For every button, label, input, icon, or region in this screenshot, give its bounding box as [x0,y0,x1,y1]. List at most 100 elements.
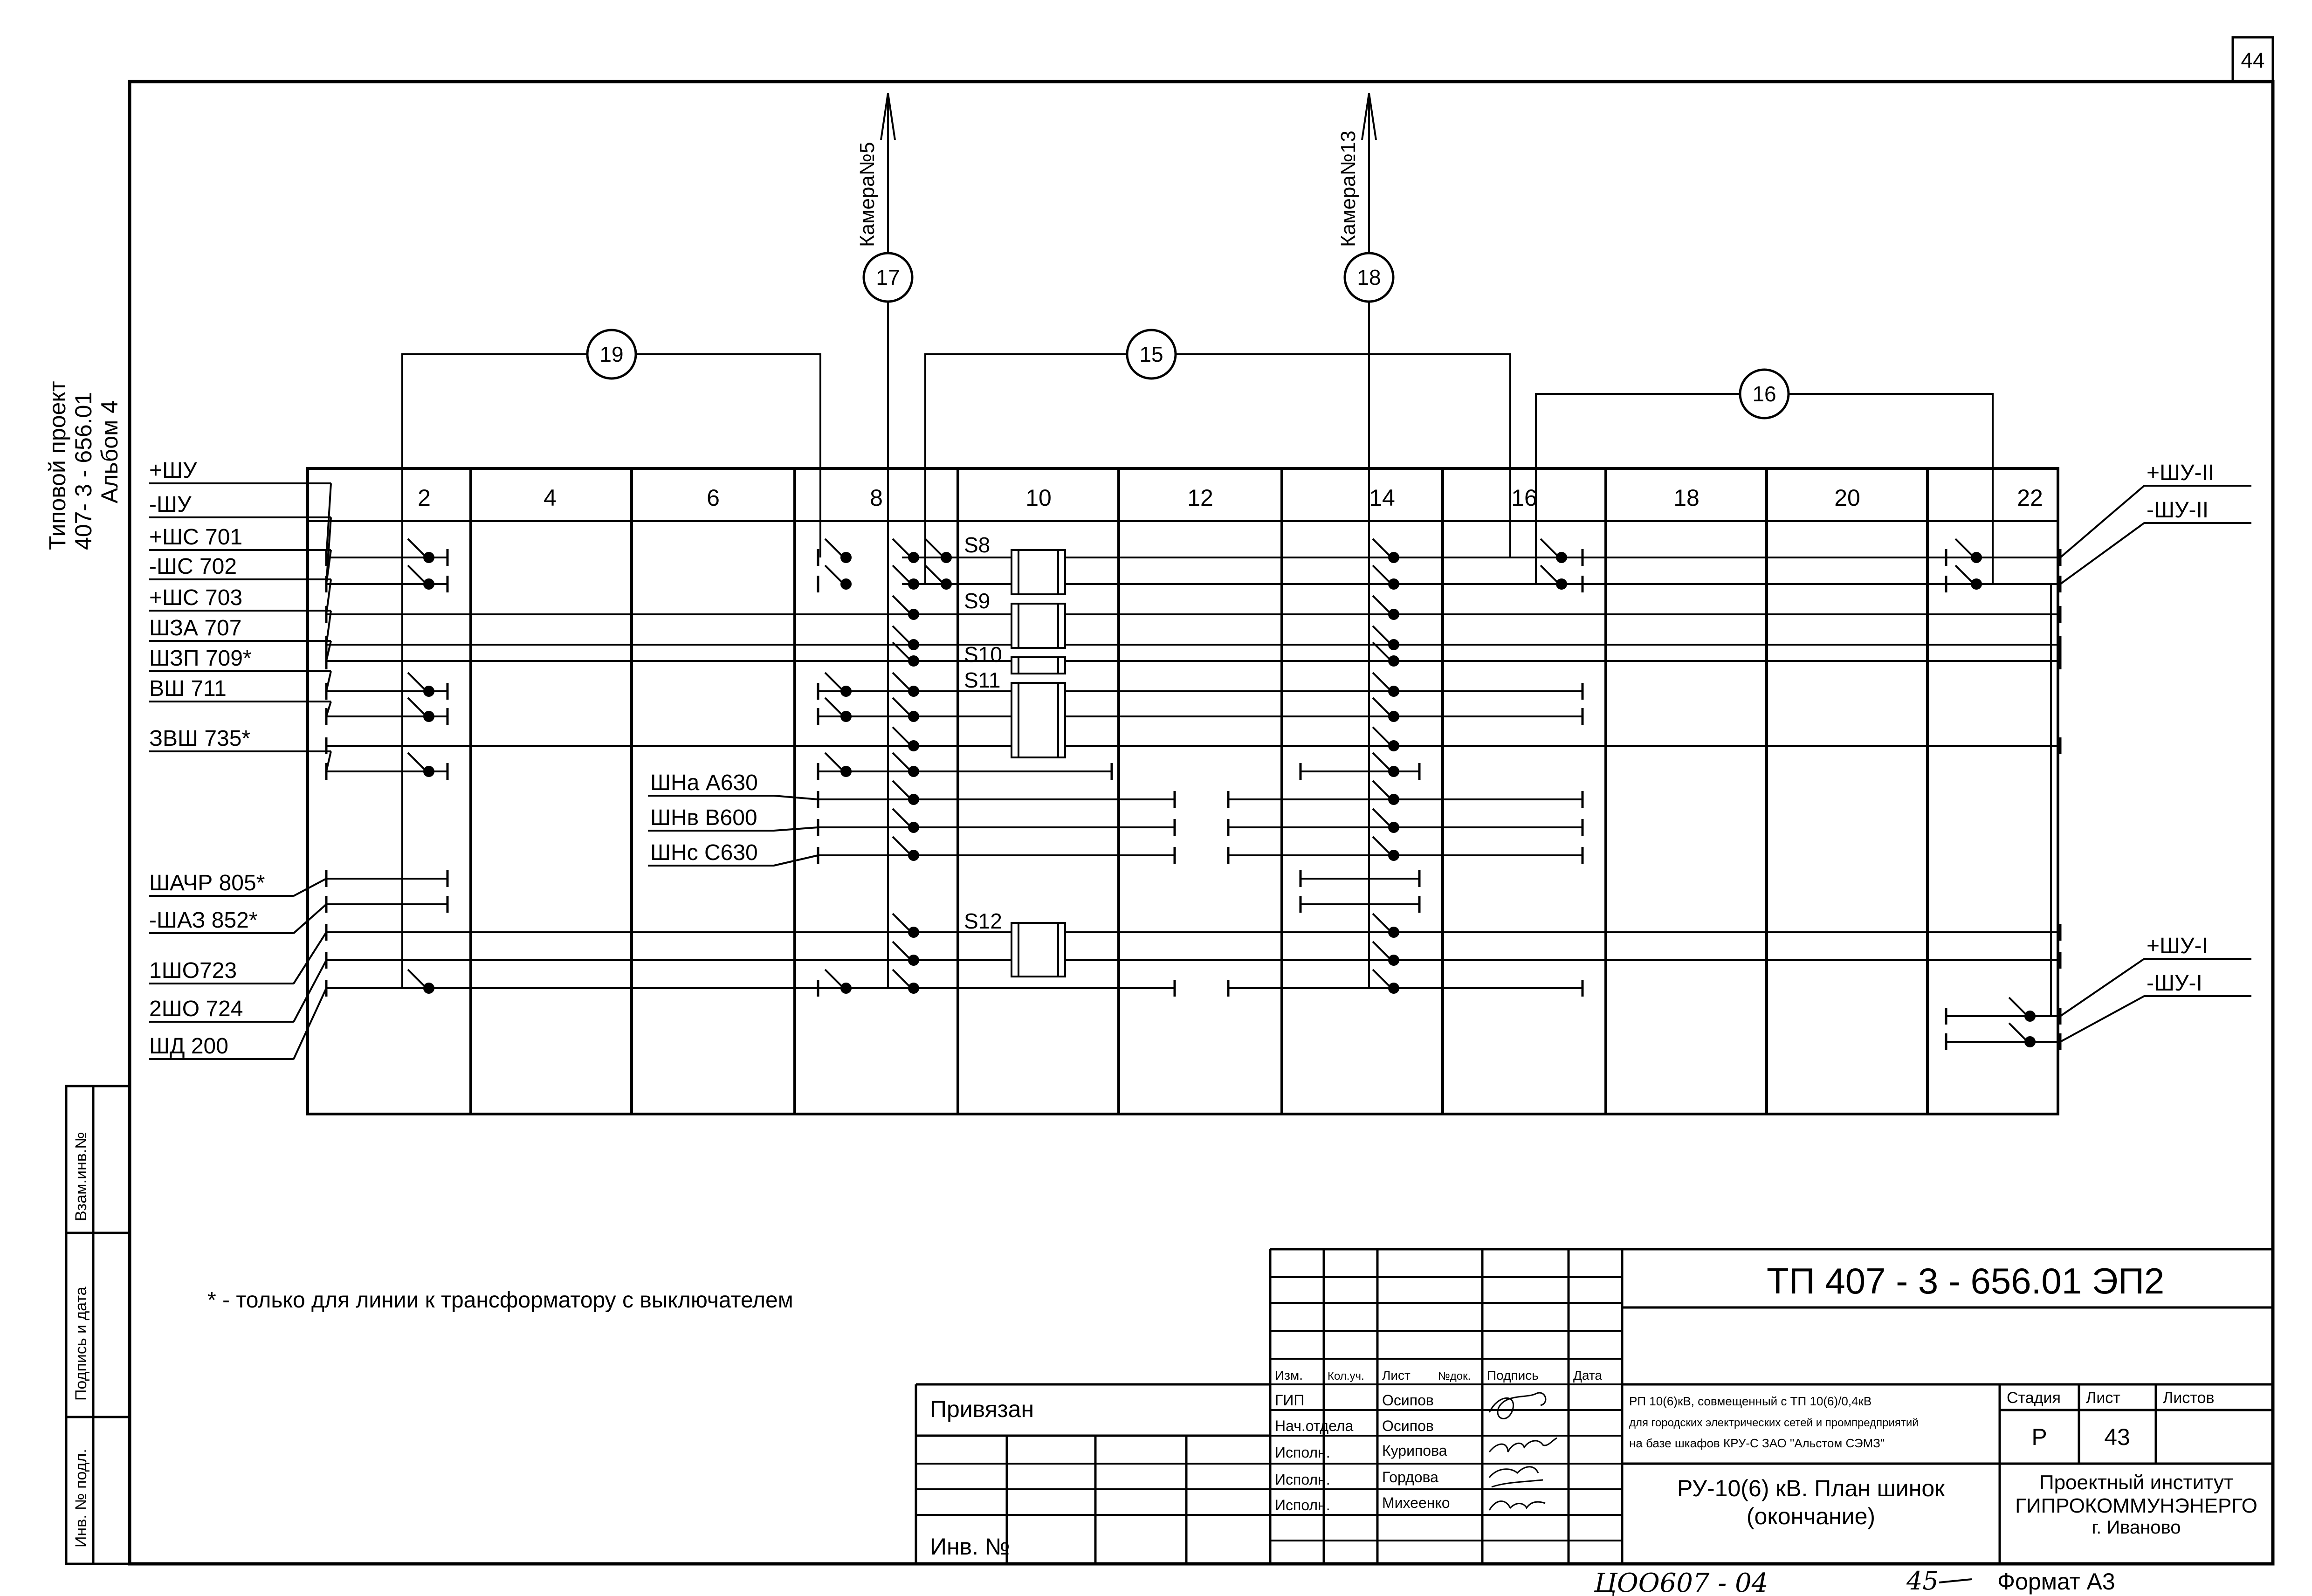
switch-contact-dot [1388,711,1399,722]
bottom-dash [1939,1578,1972,1583]
switch-contact-dot [1388,927,1399,938]
hdr-koluch: Кол.уч. [1328,1370,1364,1383]
switch-contact-dot [908,850,919,861]
privyazan: Привязан [930,1396,1034,1422]
switch-contact-dot [423,578,434,590]
switch-blade [1372,969,1392,989]
panel-number-12: 12 [1187,485,1213,511]
staff-role-2: Нач.отдела [1275,1417,1354,1434]
buses [326,557,2060,1043]
bottom-handwritten: ЦОО607 - 04 [1594,1568,1768,1596]
panel-grid [306,467,2059,1115]
staff-role-3: Исполн. [1275,1444,1330,1461]
bus-label-left-1: -ШУ [149,492,192,517]
cable-marker-18 [1343,252,1395,303]
switch-contact-dot [1388,609,1399,620]
device-s8 [1011,549,1066,595]
switch-contact-dot [840,983,852,994]
switch-blade [1372,564,1392,585]
staff-role-5: Исполн. [1275,1497,1330,1513]
switch-contact-dot [840,552,852,563]
switch-contact-dot [908,711,919,722]
switch-blade [824,969,845,989]
project-desc-2: для городских электрических сетей и пром… [1629,1417,1919,1429]
sheet-header: Лист [2086,1389,2120,1407]
project-desc-1: РП 10(6)кВ, совмещенный с ТП 10(6)/0,4кВ [1629,1394,1872,1408]
switch-blade [892,836,912,856]
bus-label-left-13: ШД 200 [149,1034,228,1059]
staff-role-4: Исполн. [1275,1471,1330,1488]
bus-label-left-7: ВШ 711 [149,676,227,701]
cable-markers: 19 15 16 17 18 Камера№5 Камера№13 [586,131,1790,420]
panel-number-14: 14 [1369,485,1395,511]
switch-blade [892,969,912,989]
side-stamp: Инв. № подл. Подпись и дата Взам.инв.№ Т… [44,381,131,1565]
switch-blade [892,564,912,585]
switch-blade [1372,726,1392,747]
switch-contact-dot [423,766,434,777]
switch-contact-dot [1388,850,1399,861]
bus-label-left-12: 2ШО 724 [149,997,243,1021]
switch-blade [2008,997,2029,1017]
device-labels: S8 S9 S10 S11 S12 [964,533,1002,933]
device-s10 [1011,656,1066,674]
switch-blade [1372,641,1392,662]
switch-contact-dot [1388,655,1399,667]
switch-blade [892,726,912,747]
staff-name-2: Осипов [1382,1417,1434,1434]
side-field-inv: Инв. № подл. [72,1449,90,1548]
cable-label-16: 16 [1752,382,1776,406]
cable-label-19: 19 [599,342,623,366]
staff-name-4: Гордова [1382,1469,1438,1486]
staff-role-1: ГИП [1275,1392,1304,1409]
switch-contact-dot [1388,766,1399,777]
switch-contact-dot [423,686,434,697]
switch-contact-dot [423,983,434,994]
side-field-vzam: Взам.инв.№ [72,1132,90,1221]
org-1: Проектный институт [2039,1471,2233,1494]
switch-contact-dot [908,927,919,938]
switch-blade [1954,538,1975,558]
switch-contact-dot [908,766,919,777]
switch-contact-dot [1388,552,1399,563]
side-field-sign: Подпись и дата [72,1286,90,1401]
switch-blade [1372,913,1392,933]
cable-dest-17: Камера№5 [856,142,879,247]
switch-contact-dot [941,578,952,590]
frame [128,36,2275,1566]
switch-blade [924,564,945,585]
hdr-ndoc: №док. [1438,1370,1471,1383]
switch-blade [1372,752,1392,772]
switch-contact-dot [840,578,852,590]
switch-blade [892,697,912,717]
drawing-title-2: (окончание) [1747,1503,1875,1529]
switch-blade [407,564,427,585]
signatures [1488,1392,1557,1511]
bus-label-right-1: -ШУ-II [2147,498,2209,523]
footnote: * - только для линии к трансформатору с … [207,1288,793,1313]
panel-number-20: 20 [1834,485,1860,511]
bus-label-mid-1: ШНв В600 [650,805,757,830]
stage-value: Р [2031,1424,2047,1450]
switch-contact-dot [908,655,919,667]
switch-blade [407,697,427,717]
bus-label-right-0: +ШУ-II [2147,461,2214,485]
switch-blade [824,697,845,717]
hdr-podpis: Подпись [1487,1368,1539,1383]
sheets-header: Листов [2163,1389,2214,1407]
switch-blade [824,672,845,692]
panel-number-2: 2 [418,485,431,511]
switch-contact-dot [908,955,919,966]
switch-blade [824,538,845,558]
bus-label-left-10: -ШАЗ 852* [149,908,258,933]
switch-contact-dot [1388,686,1399,697]
switch-contact-dot [908,983,919,994]
switch-contact-dot [908,609,919,620]
switch-blade [892,538,912,558]
switch-blade [1372,697,1392,717]
switch-blade [1540,538,1560,558]
switch-contact-dot [1556,578,1567,590]
bus-label-left-11: 1ШО723 [149,958,237,983]
bus-label-right-2: +ШУ-I [2147,934,2208,958]
